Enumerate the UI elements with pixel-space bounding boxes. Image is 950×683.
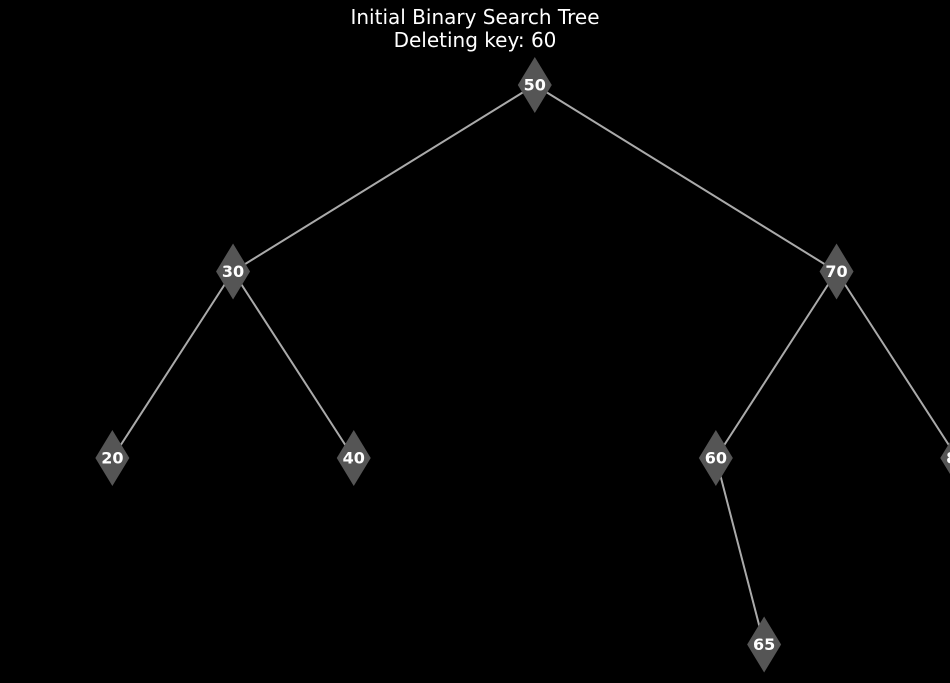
node-70: 70 — [819, 243, 854, 300]
node-20: 20 — [95, 430, 130, 486]
edge-30-20 — [111, 270, 234, 459]
node-diamond-shape — [95, 430, 130, 486]
node-label: 40 — [343, 449, 365, 468]
node-label: 60 — [705, 449, 727, 468]
node-diamond-shape — [940, 441, 950, 475]
node-60: 60 — [698, 430, 733, 486]
edge-50-30 — [232, 84, 536, 273]
edge-70-60 — [715, 270, 838, 459]
node-40: 40 — [336, 430, 371, 486]
diagram-subtitle: Deleting key: 60 — [393, 28, 557, 52]
node-50: 50 — [517, 57, 552, 113]
node-diamond-shape — [216, 243, 251, 300]
node-label: 30 — [222, 262, 244, 281]
node-label: 80 — [946, 449, 950, 468]
edge-60-65 — [714, 457, 766, 645]
diagram-title: Initial Binary Search Tree — [350, 5, 600, 29]
node-label: 50 — [524, 76, 546, 95]
edge-30-40 — [232, 270, 355, 459]
node-65: 65 — [747, 616, 782, 673]
node-diamond-shape — [819, 243, 854, 300]
node-label: 70 — [825, 262, 847, 281]
node-label: 20 — [101, 449, 123, 468]
node-diamond-shape — [747, 616, 782, 673]
node-diamond-shape — [698, 430, 733, 486]
node-diamond-shape — [517, 57, 552, 113]
edge-70-80 — [835, 270, 950, 449]
node-80: 80 — [940, 441, 950, 475]
node-label: 65 — [753, 635, 775, 654]
node-30: 30 — [216, 243, 251, 300]
edge-50-70 — [534, 84, 838, 273]
node-diamond-shape — [336, 430, 371, 486]
title-block: Initial Binary Search Tree Deleting key:… — [0, 6, 950, 52]
